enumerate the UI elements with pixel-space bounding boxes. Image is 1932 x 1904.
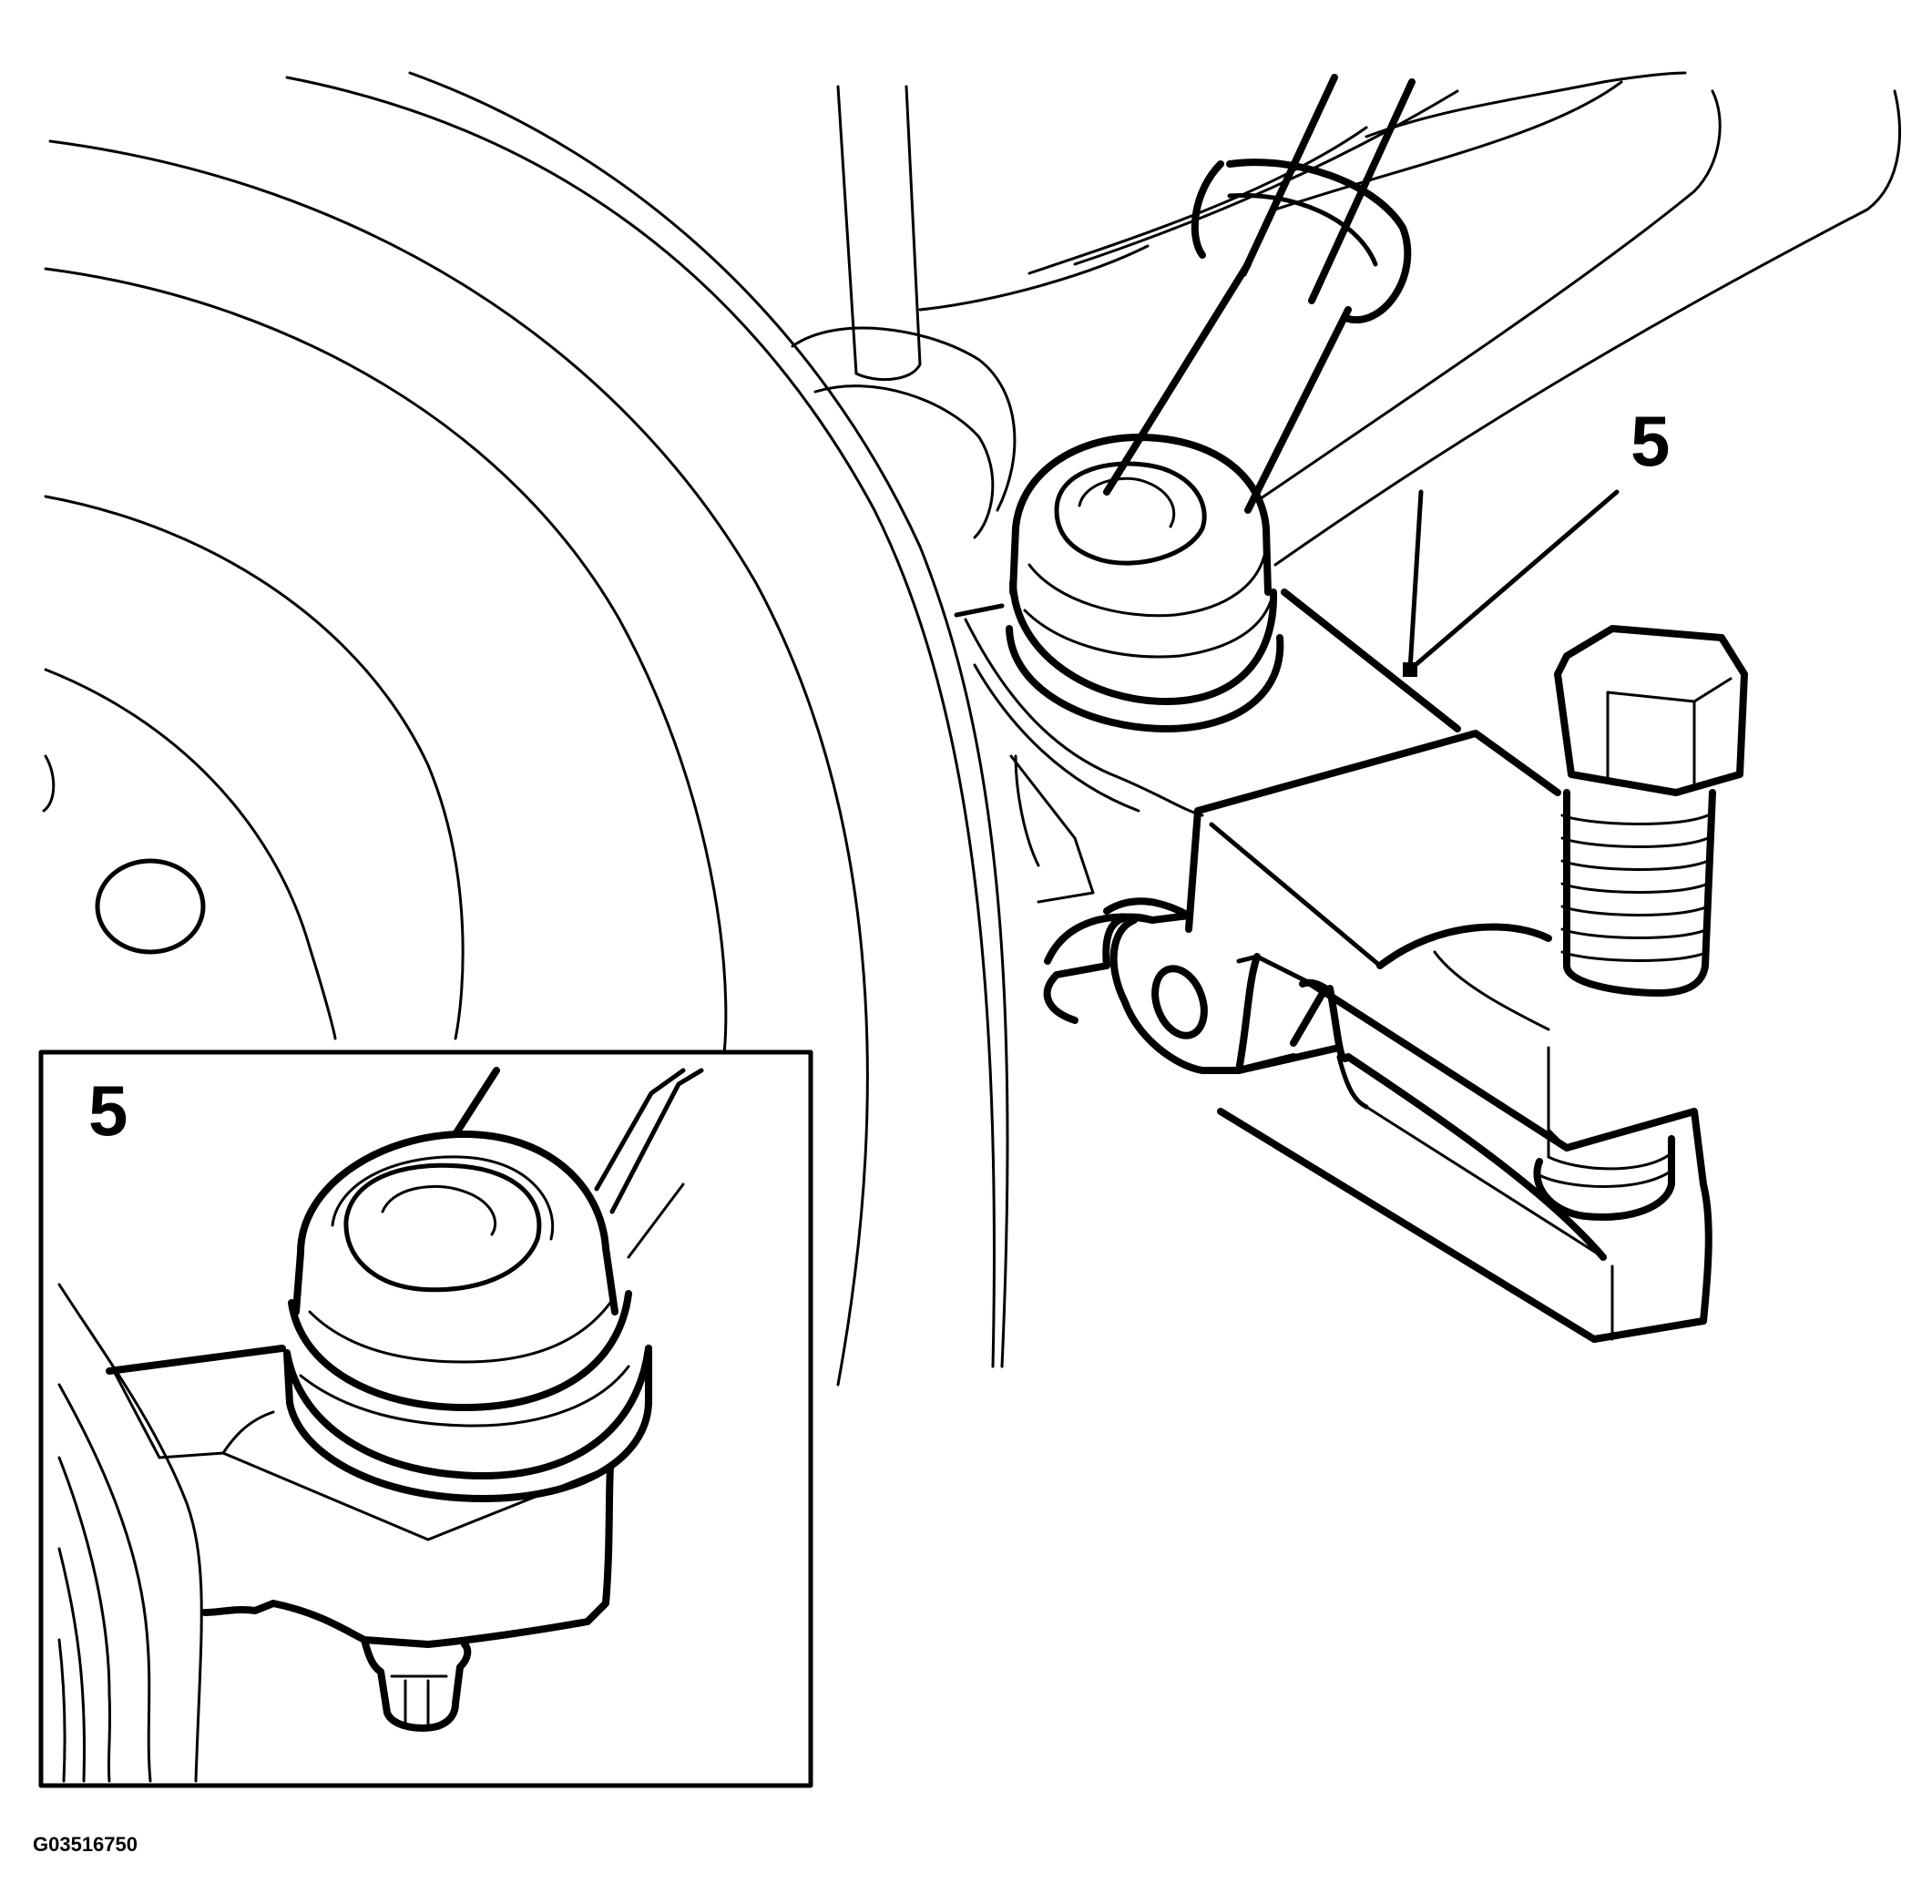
disc-hub-arc xyxy=(42,754,56,813)
lower-arm xyxy=(1043,897,1712,1343)
arm-eye-hole xyxy=(1151,965,1208,1039)
callout-number-main: 5 xyxy=(1630,401,1671,481)
callout-number-inset: 5 xyxy=(88,1070,128,1151)
guide-pin-sleeve xyxy=(1103,74,1416,514)
disc-ring-2 xyxy=(44,267,728,1086)
disc-outer-edge xyxy=(285,76,996,1368)
inset-detail xyxy=(38,1049,813,1788)
disc-ring-3 xyxy=(44,495,465,1040)
guide-bolt-head xyxy=(1006,434,1284,732)
suspension-parts xyxy=(791,71,1902,567)
disc-outer-edge-inner xyxy=(408,71,1009,1368)
disc-ring-1 xyxy=(48,139,869,1387)
caliper-bracket xyxy=(954,589,1561,1031)
callout-leader xyxy=(1403,489,1620,677)
inset-frame xyxy=(38,1049,813,1788)
drawing-reference-id: G03516750 xyxy=(33,1833,138,1856)
disc-ring-4 xyxy=(44,668,337,1040)
adjustment-bolt xyxy=(1533,625,1748,1221)
brake-disc xyxy=(42,71,1009,1387)
disc-bolt-hole xyxy=(95,858,206,955)
